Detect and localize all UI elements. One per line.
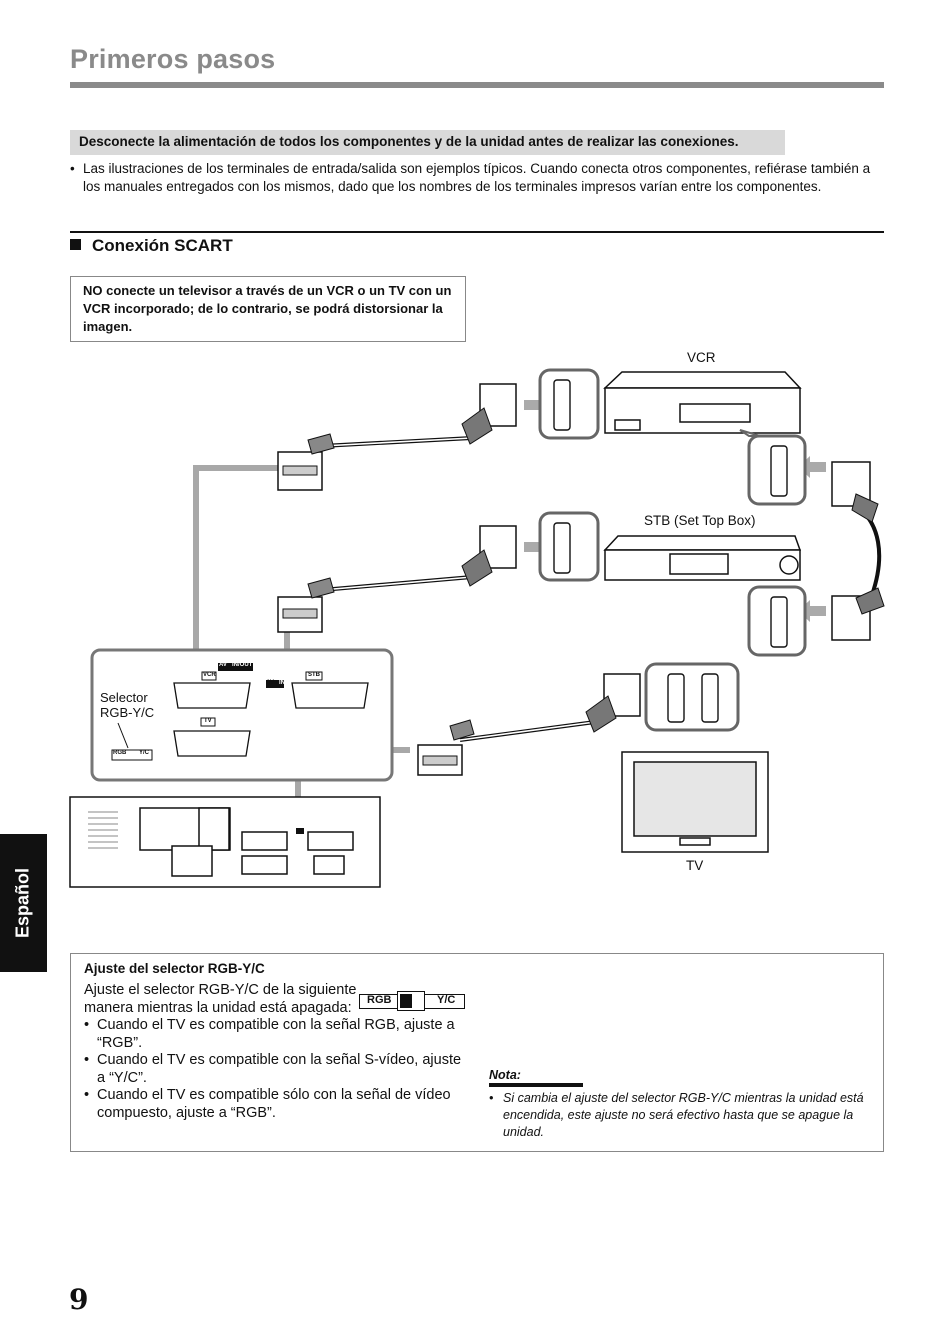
list-item: Cuando el TV es compatible sólo con la s… [84,1087,469,1122]
warning-banner: Desconecte la alimentación de todos los … [70,130,785,155]
panel-stb-label: STB [308,672,320,678]
settings-body: Ajuste el selector RGB-Y/C de la siguien… [84,982,469,1122]
switch-rgb-label: RGB [367,994,392,1006]
language-tab: Español [0,834,47,972]
page-number: 9 [69,1283,89,1316]
vcr-label: VCR [687,350,716,365]
title-rule [70,82,884,88]
panel-in-label: IN [279,680,285,686]
panel-inout-label: IN/OUT [232,662,253,668]
square-bullet-icon [70,239,81,250]
settings-intro: Ajuste el selector RGB-Y/C de la siguien… [84,982,357,1016]
list-item: Cuando el TV es compatible con la señal … [84,1052,469,1087]
caution-box: NO conecte un televisor a través de un V… [70,276,466,342]
page-title: Primeros pasos [70,44,276,74]
intro-paragraph: • Las ilustraciones de los terminales de… [70,160,884,195]
note-title: Nota: [489,1068,521,1082]
note-text: • Si cambia el ajuste del selector RGB-Y… [489,1090,871,1141]
diagram-drawing [69,368,885,888]
note-rule [489,1083,583,1087]
bullet: • [489,1091,494,1105]
section-rule [70,231,884,233]
stb-label: STB (Set Top Box) [644,513,756,528]
selector-label-line1: Selector [100,690,148,705]
rgb-yc-switch-illustration [359,991,465,1011]
language-tab-label: Español [12,867,33,939]
panel-yc-label: Y/C [139,750,150,756]
intro-text: Las ilustraciones de los terminales de e… [83,161,871,194]
panel-rgb-label: RGB [113,750,127,756]
scart-connection-diagram: VCR STB (Set Top Box) TV Selector RGB-Y/… [60,340,900,900]
note-body: Si cambia el ajuste del selector RGB-Y/C… [503,1091,864,1139]
panel-tv-label: TV [204,718,212,724]
selector-label-line2: RGB-Y/C [100,705,155,720]
section-heading: Conexión SCART [70,236,233,256]
rgb-yc-settings-box: Ajuste del selector RGB-Y/C Ajuste el se… [70,953,884,1152]
switch-yc-label: Y/C [437,994,456,1006]
panel-vcr-label: VCR [203,672,216,678]
panel-av-label-2: AV [266,680,274,686]
tv-label: TV [686,858,704,873]
settings-list: Cuando el TV es compatible con la señal … [84,1017,469,1122]
list-item: Cuando el TV es compatible con la señal … [84,1017,469,1052]
panel-av-label: AV [219,662,227,668]
bullet: • [70,161,75,176]
settings-title: Ajuste del selector RGB-Y/C [84,961,265,976]
section-title-text: Conexión SCART [92,236,233,255]
